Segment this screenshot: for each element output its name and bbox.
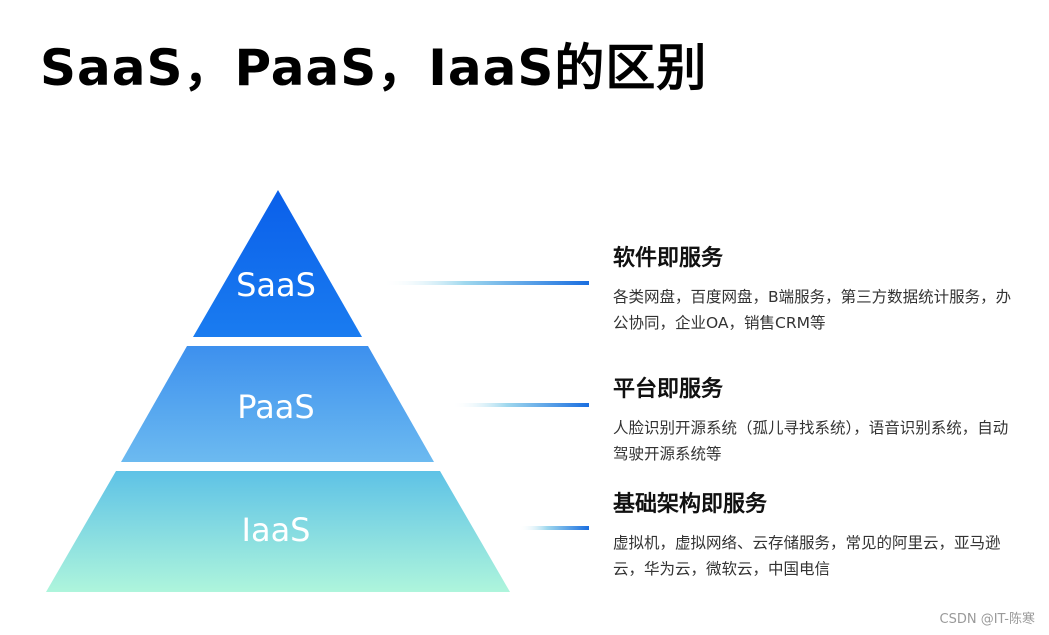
watermark: CSDN @IT-陈寒 [939, 612, 1035, 627]
paas-description-block: 平台即服务 人脸识别开源系统（孤儿寻找系统），语音识别系统，自动驾驶开源系统等 [613, 371, 1013, 467]
iaas-label: IaaS [242, 511, 311, 549]
iaas-description-block: 基础架构即服务 虚拟机，虚拟网络、云存储服务，常见的阿里云，亚马逊云，华为云，微… [613, 486, 1013, 582]
saas-connector [382, 281, 589, 285]
paas-layer [121, 346, 434, 462]
saas-description: 各类网盘，百度网盘，B端服务，第三方数据统计服务，办公协同，企业OA，销售CRM… [613, 288, 1012, 332]
paas-heading: 平台即服务 [613, 377, 724, 402]
iaas-description: 虚拟机，虚拟网络、云存储服务，常见的阿里云，亚马逊云，华为云，微软云，中国电信 [613, 534, 1001, 578]
saas-layer [193, 190, 362, 337]
paas-description: 人脸识别开源系统（孤儿寻找系统），语音识别系统，自动驾驶开源系统等 [613, 419, 1009, 463]
iaas-layer [46, 471, 510, 592]
saas-label: SaaS [236, 266, 316, 304]
page-title: SaaS，PaaS，IaaS的区别 [40, 39, 708, 97]
iaas-connector [519, 526, 589, 530]
saas-heading: 软件即服务 [613, 246, 724, 271]
iaas-heading: 基础架构即服务 [613, 492, 768, 517]
saas-description-block: 软件即服务 各类网盘，百度网盘，B端服务，第三方数据统计服务，办公协同，企业OA… [613, 240, 1013, 336]
paas-connector [452, 403, 589, 407]
paas-label: PaaS [237, 388, 314, 426]
